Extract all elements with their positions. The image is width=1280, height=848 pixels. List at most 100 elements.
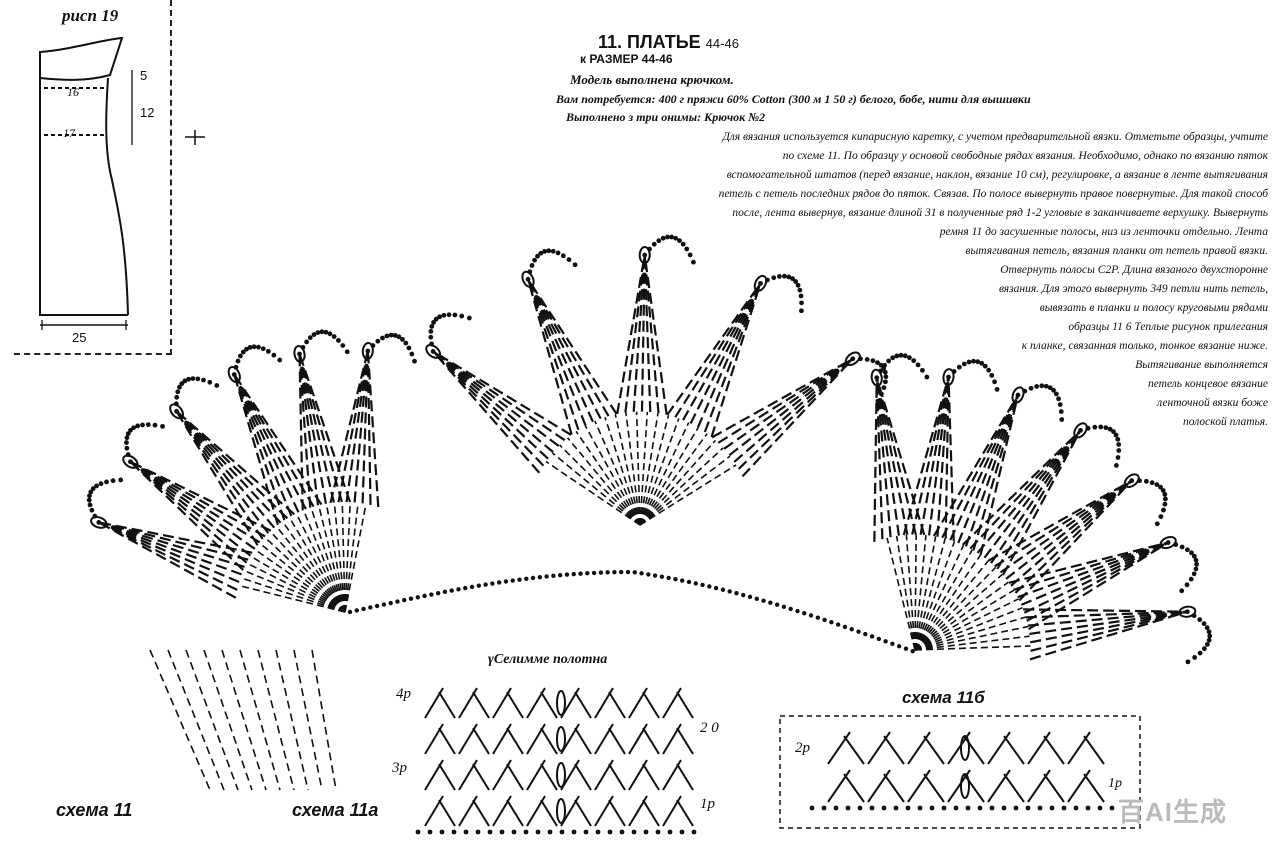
petal-stitch-line — [298, 353, 312, 508]
chain-dot — [680, 241, 686, 247]
chain-dot — [297, 351, 302, 357]
chain-dot — [207, 379, 213, 385]
petal-stitch-line — [361, 350, 369, 504]
base-chain-dot — [422, 593, 427, 599]
chain-dot — [765, 277, 770, 283]
mesh-stitch — [239, 649, 281, 791]
chain-dot — [677, 238, 682, 244]
petal-stitch-line — [990, 429, 1082, 564]
chain-dot — [300, 344, 306, 350]
article-line: петель концевое вязание — [1147, 378, 1268, 390]
petal-stitch-line — [696, 282, 762, 428]
petal-stitch-line — [298, 353, 320, 506]
fan-base-stitch — [914, 534, 927, 651]
chain-dot — [691, 259, 696, 265]
chain-dot — [135, 423, 141, 429]
petal-stitch-line — [527, 278, 610, 417]
base-chain-dot — [483, 582, 488, 587]
scheme-a-stitch — [608, 691, 626, 719]
petal-stitch-line — [98, 521, 249, 561]
scheme-b-chain-dot — [809, 805, 815, 811]
petal-tip-loop — [870, 368, 883, 387]
chain-dot — [1143, 478, 1149, 484]
chain-dot — [1047, 385, 1053, 391]
article-line: вывязать в планки и полосу круговыми ряд… — [1039, 302, 1268, 314]
base-chain-dot — [883, 639, 888, 644]
fan-base-stitch — [639, 455, 731, 526]
scheme-a-stitch — [574, 763, 592, 791]
chain-dot — [265, 348, 271, 354]
petal-stitch-line — [298, 353, 327, 504]
chain-dot — [124, 440, 129, 445]
scheme-a-stitch — [642, 763, 660, 791]
technique-line: Модель выполнена крючком. — [570, 72, 734, 87]
chain-dot — [1115, 455, 1121, 460]
fan-base-stitch — [545, 460, 641, 526]
chain-dot — [315, 330, 321, 336]
scheme-b-stitch — [867, 769, 891, 803]
petal-stitch-line — [741, 358, 854, 478]
petal-stitch-line — [98, 521, 237, 599]
chain-dot — [883, 374, 889, 380]
petal-stitch-line — [432, 350, 566, 442]
chain-dot — [370, 343, 376, 348]
chain-dot — [665, 234, 670, 240]
chain-dot — [396, 334, 402, 340]
scheme-11a-row3: 3р — [392, 760, 407, 776]
fan-base-stitch — [317, 504, 346, 613]
chain-dot — [850, 356, 856, 362]
chain-dot — [375, 338, 381, 344]
chain-dot — [340, 343, 346, 348]
base-chain-dot — [761, 598, 766, 603]
scheme-b-stitch — [883, 773, 905, 803]
base-chain-dot — [795, 608, 800, 614]
scheme-b-chain-dot — [881, 805, 887, 811]
chain-dot — [1184, 609, 1190, 615]
mesh-stitch — [257, 649, 295, 791]
petal-stitch-line — [947, 377, 955, 542]
chain-dot — [982, 363, 988, 369]
petal-stitch-line — [643, 254, 660, 414]
petal-stitch-line — [298, 353, 304, 511]
scheme-a-stitch — [506, 799, 524, 827]
petal-stitch-line — [1023, 541, 1169, 614]
petal-stitch-line — [711, 357, 854, 439]
fan-base-stitch — [914, 625, 1029, 651]
base-chain-dot — [578, 571, 583, 576]
fan-base-stitch — [551, 452, 641, 526]
scheme-a-chain-dot — [547, 829, 553, 835]
petal-stitch-line — [941, 394, 1019, 539]
base-chain-dot — [632, 570, 637, 575]
fan-base-stitch — [575, 430, 641, 526]
chain-dot — [175, 389, 181, 395]
scheme-b-stitch — [1067, 731, 1091, 765]
chain-dot — [529, 263, 535, 268]
petal-stitch-line — [1023, 608, 1188, 613]
petal-tip-loop — [753, 274, 768, 292]
chain-dot — [186, 376, 191, 382]
chain-dot — [307, 335, 313, 341]
chain-dot — [1185, 659, 1191, 665]
scheme-a-chain-dot — [559, 829, 565, 835]
fan-base-stitch — [914, 589, 1015, 651]
chain-dot — [441, 312, 447, 318]
base-chain-dot — [361, 606, 366, 612]
chain-dot — [1158, 484, 1163, 490]
base-chain-dot — [496, 580, 502, 585]
chain-dot — [1058, 409, 1064, 414]
chain-dot — [124, 445, 130, 451]
article-number: 11. — [598, 32, 623, 52]
chain-dot — [642, 252, 648, 258]
fan-base-stitch — [242, 569, 346, 613]
scheme-11a-row20: 2 0 — [700, 720, 719, 736]
fan-base-stitch — [625, 412, 641, 526]
fan-base-stitch — [639, 433, 708, 526]
chain-dot — [466, 315, 472, 321]
petal-stitch-line — [1026, 541, 1169, 622]
base-chain-dot — [802, 611, 807, 616]
scheme-a-stitch — [676, 763, 694, 791]
chain-dot — [87, 493, 92, 499]
scheme-center-title: γСелимме полотна — [488, 652, 608, 667]
scheme-b-chain-dot — [1073, 805, 1079, 811]
scheme-b-chain-dot — [917, 805, 923, 811]
